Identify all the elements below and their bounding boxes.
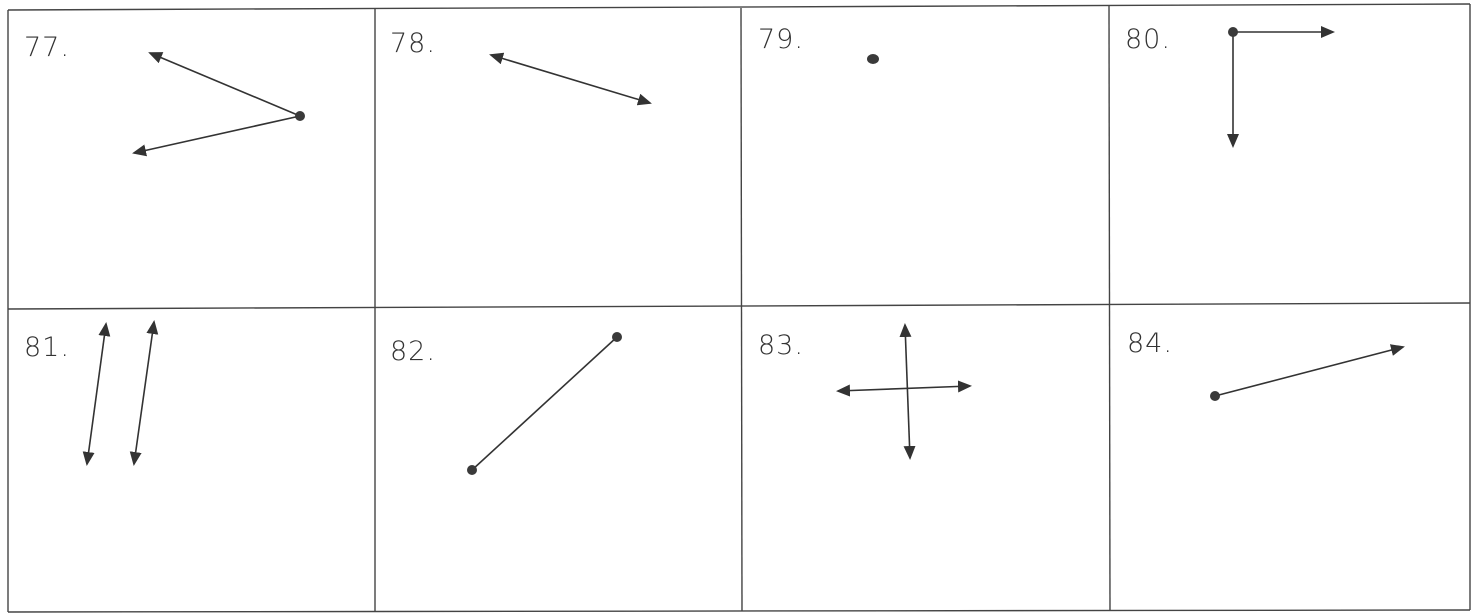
segment-line	[471, 336, 618, 471]
vertex-point	[1228, 27, 1238, 37]
problem-number-81: 81.	[24, 332, 70, 363]
line-segment-figure	[467, 332, 622, 475]
single-point	[867, 54, 879, 64]
problem-number-79: 79.	[758, 24, 804, 55]
problem-82-cell: 82.	[390, 332, 622, 475]
problem-number-82: 82.	[390, 336, 436, 367]
endpoint-upper	[612, 332, 622, 342]
endpoint-lower	[467, 465, 477, 475]
problem-81-cell: 81.	[24, 320, 159, 466]
problem-number-77: 77.	[24, 32, 70, 63]
line-figure	[489, 52, 652, 106]
ray-lower-arrow	[132, 115, 301, 157]
problem-number-83: 83.	[758, 330, 804, 361]
angle-figure	[132, 52, 305, 157]
problem-79-cell: 79.	[758, 24, 879, 64]
problem-78-cell: 78.	[390, 28, 652, 106]
ray-line-arrow	[1214, 344, 1405, 397]
parallel-lines-figure	[82, 320, 159, 466]
ray-upper-arrow	[148, 52, 301, 117]
problem-number-80: 80.	[1125, 24, 1171, 55]
parallel-line-left	[82, 322, 111, 466]
problem-number-84: 84.	[1127, 328, 1173, 359]
point-figure	[867, 54, 879, 64]
ray-endpoint	[1210, 391, 1220, 401]
table-grid-lines	[7, 3, 1471, 613]
vertical-line	[899, 323, 916, 460]
right-angle-figure	[1227, 26, 1335, 148]
problem-77-cell: 77.	[24, 32, 305, 157]
double-arrow-line	[489, 52, 652, 106]
ray-figure	[1210, 344, 1405, 401]
problem-80-cell: 80.	[1125, 24, 1335, 148]
problem-83-cell: 83.	[758, 323, 972, 460]
horizontal-line	[836, 380, 972, 397]
problem-number-78: 78.	[390, 28, 436, 59]
parallel-line-right	[129, 320, 159, 466]
intersecting-lines-figure	[836, 323, 972, 460]
vertex-point	[295, 111, 305, 121]
problem-84-cell: 84.	[1127, 328, 1405, 401]
